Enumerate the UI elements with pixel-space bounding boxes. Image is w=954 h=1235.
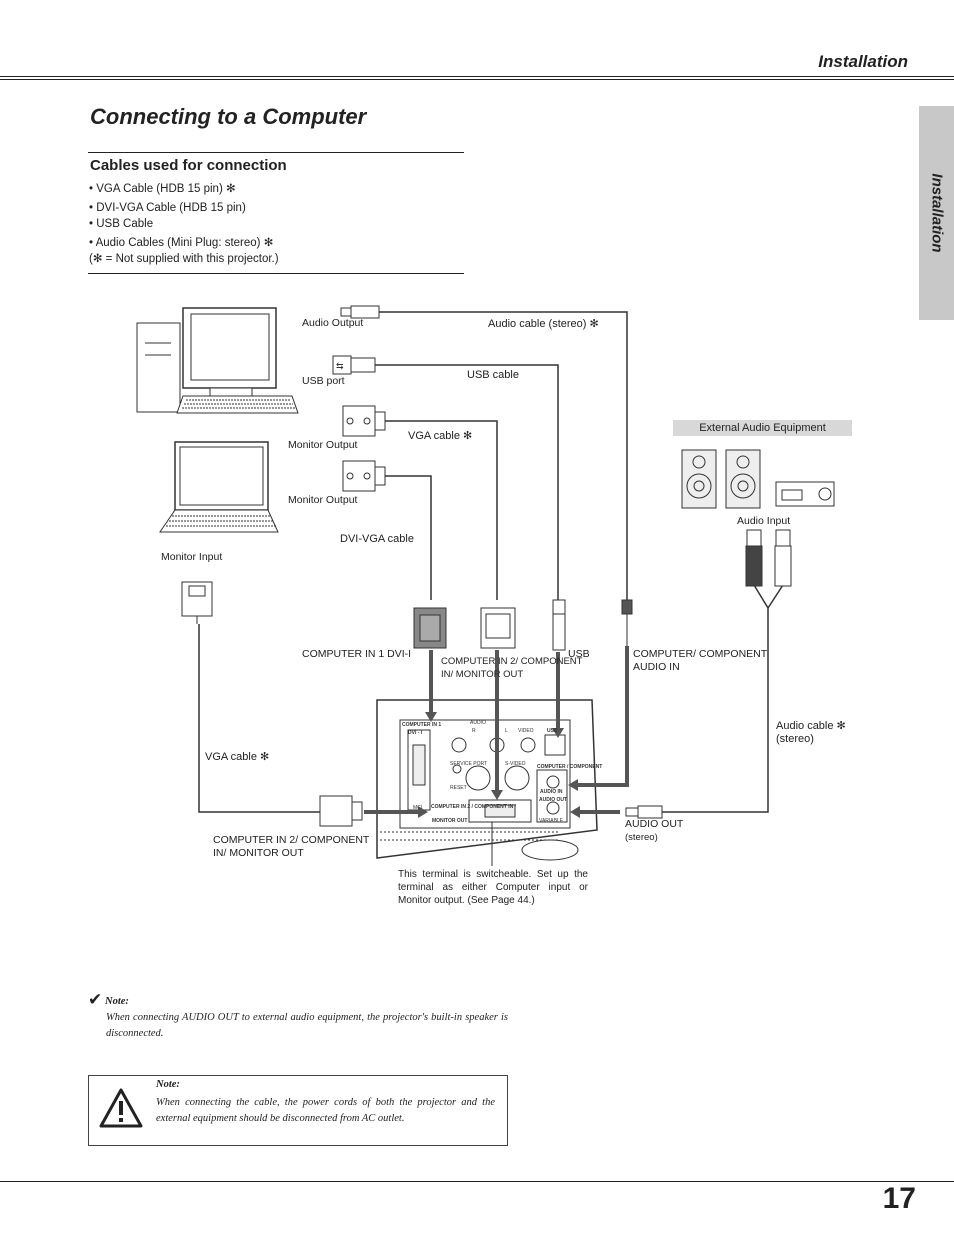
cables-bottom-rule	[88, 273, 464, 274]
cable-item: • Audio Cables (Mini Plug: stereo) ✻	[89, 237, 274, 249]
label-monitor-input: Monitor Input	[161, 551, 223, 563]
label-usb: USB	[568, 648, 590, 660]
panel-audio-in: AUDIO IN	[540, 789, 563, 795]
label-audio-cable-right-a: Audio cable ✻	[776, 720, 846, 732]
note1-title: Note:	[105, 996, 129, 1007]
switch-note: This terminal is switcheable. Set up the…	[398, 869, 588, 906]
side-tab: Installation	[919, 106, 954, 320]
label-audio-input: Audio Input	[737, 515, 791, 527]
label-computer-in-2-left-b: IN/ MONITOR OUT	[213, 847, 304, 859]
page-title: Connecting to a Computer	[90, 104, 367, 129]
checkmark-icon: ✔	[88, 990, 103, 1009]
panel-computer-in-1: COMPUTER IN 1	[402, 722, 441, 728]
cable-item: • USB Cable	[89, 218, 154, 230]
label-computer-in-1-dvi: COMPUTER IN 1 DVI-I	[302, 648, 412, 660]
external-audio-equipment: External Audio Equipment	[673, 420, 852, 436]
cables-top-rule	[88, 152, 464, 153]
label-audio-out-a: AUDIO OUT	[625, 818, 684, 830]
panel-computer-component: COMPUTER / COMPONENT	[537, 764, 602, 770]
cable-item: • VGA Cable (HDB 15 pin) ✻	[89, 183, 236, 195]
header-rule	[0, 76, 954, 77]
panel-computer-in-2: COMPUTER IN 2 / COMPONENT IN /	[431, 804, 517, 810]
note1-body: When connecting AUDIO OUT to external au…	[106, 1012, 508, 1039]
label-vga-cable-left: VGA cable ✻	[205, 751, 270, 763]
label-computer-in-2-a: COMPUTER IN 2/ COMPONENT	[441, 656, 583, 667]
panel-variable: VARIABLE	[539, 818, 564, 824]
panel-l: L	[505, 728, 508, 734]
panel-dvi-i: DVI - I	[408, 730, 423, 736]
label-audio-output: Audio Output	[302, 317, 364, 329]
header-rule-2	[0, 79, 954, 80]
label-usb-port: USB port	[302, 375, 345, 387]
panel-usb: USB	[547, 728, 558, 734]
label-audio-out-b: (stereo)	[625, 832, 658, 843]
panel-mci: MCI	[413, 805, 422, 811]
label-audio-cable-right-b: (stereo)	[776, 733, 814, 745]
panel-service-port: SERVICE PORT	[450, 761, 487, 767]
page-number: 17	[882, 1182, 916, 1215]
footer-rule	[0, 1181, 954, 1182]
label-computer-component-audio-b: AUDIO IN	[633, 661, 680, 673]
label-monitor-output-1: Monitor Output	[288, 439, 358, 451]
label-dvi-vga-cable: DVI-VGA cable	[340, 533, 414, 545]
svg-text:⇆: ⇆	[336, 361, 344, 371]
panel-reset: RESET	[450, 785, 467, 791]
panel-r: R	[472, 728, 476, 734]
note2-title: Note:	[156, 1079, 180, 1090]
panel-video: VIDEO	[518, 728, 534, 734]
panel-s-video: S-VIDEO	[505, 761, 526, 767]
label-audio-cable: Audio cable (stereo) ✻	[488, 318, 599, 330]
cable-item: • DVI-VGA Cable (HDB 15 pin)	[89, 202, 246, 214]
warning-icon	[99, 1088, 143, 1128]
label-vga-cable-top: VGA cable ✻	[408, 430, 473, 442]
caution-note-box: Note: When connecting the cable, the pow…	[88, 1075, 508, 1146]
label-usb-cable: USB cable	[467, 369, 519, 381]
label-computer-component-audio-a: COMPUTER/ COMPONENT	[633, 648, 768, 660]
note2-body: When connecting the cable, the power cor…	[156, 1097, 495, 1124]
label-monitor-output-2: Monitor Output	[288, 494, 358, 506]
label-computer-in-2-left-a: COMPUTER IN 2/ COMPONENT	[213, 834, 370, 846]
cables-heading: Cables used for connection	[90, 157, 287, 174]
label-computer-in-2-b: IN/ MONITOR OUT	[441, 669, 524, 680]
section-header: Installation	[818, 52, 908, 71]
cables-footnote: (✻ = Not supplied with this projector.)	[89, 253, 279, 265]
panel-audio-out: AUDIO OUT	[539, 797, 567, 803]
panel-audio: AUDIO	[470, 720, 486, 726]
panel-monitor-out: MONITOR OUT	[432, 818, 467, 824]
